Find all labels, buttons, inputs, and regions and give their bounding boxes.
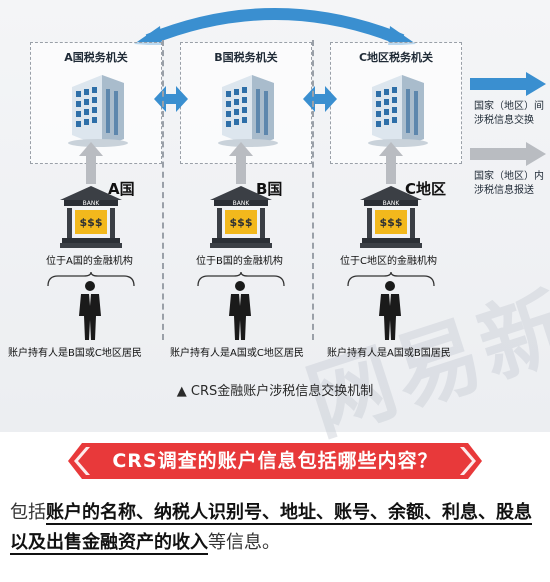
legend-exchange-arrow	[470, 72, 546, 96]
region-label-c: C地区	[405, 180, 447, 198]
institution-label-b: 位于B国的金融机构	[196, 256, 283, 267]
brace	[197, 272, 285, 287]
institution-label-a: 位于A国的金融机构	[46, 256, 133, 267]
bank-sign: BANK	[383, 200, 401, 207]
summary-text: 包括账户的名称、纳税人识别号、地址、账号、余额、利息、股息以及出售金融资产的收入…	[10, 498, 540, 558]
bank-sign: BANK	[233, 200, 251, 207]
legend-exchange-line1: 国家（地区）间	[474, 101, 544, 112]
legend-report-text: 国家（地区）内 涉税信息报送	[474, 170, 544, 198]
brace	[347, 272, 435, 287]
report-arrow-a	[79, 142, 103, 184]
authority-box-a: A国税务机关	[30, 42, 162, 164]
brace	[47, 272, 135, 287]
legend-exchange-text: 国家（地区）间 涉税信息交换	[474, 100, 544, 128]
bank-icon: BANK $$$	[60, 186, 122, 248]
summary-prefix: 包括	[10, 502, 46, 523]
bank-money-sign: $$$	[230, 216, 253, 229]
account-holder-person-icon	[79, 281, 101, 340]
report-arrow-c	[379, 142, 403, 184]
authority-title-c: C地区税务机关	[358, 51, 434, 64]
exchange-arrow-a-b	[154, 86, 188, 112]
legend-report-line2: 涉税信息报送	[474, 185, 534, 196]
bank-icon: BANK $$$	[210, 186, 272, 248]
institution-label-c: 位于C地区的金融机构	[340, 256, 437, 267]
crs-diagram: 网易新闻 A国税务机关 B国税务机关	[0, 0, 550, 454]
legend-exchange-line2: 涉税信息交换	[474, 115, 534, 126]
diagram-caption: ▲ CRS金融账户涉税信息交换机制	[176, 384, 374, 399]
authority-title-b: B国税务机关	[214, 51, 278, 64]
authority-title-a: A国税务机关	[64, 51, 128, 64]
question-banner	[68, 443, 482, 479]
region-divider	[312, 40, 314, 340]
tax-office-building-icon	[368, 75, 428, 147]
tax-office-building-icon	[68, 75, 128, 147]
holder-label-c: 账户持有人是A国或B国居民	[327, 348, 451, 359]
bank-icon: BANK $$$	[360, 186, 422, 248]
bank-money-sign: $$$	[80, 216, 103, 229]
tax-office-building-icon	[218, 75, 278, 147]
holder-label-b: 账户持有人是A国或C地区居民	[170, 348, 304, 359]
bank-money-sign: $$$	[380, 216, 403, 229]
account-holder-person-icon	[229, 281, 251, 340]
legend-report-line1: 国家（地区）内	[474, 171, 544, 182]
holder-label-a: 账户持有人是B国或C地区居民	[8, 348, 142, 359]
report-arrow-b	[229, 142, 253, 184]
banner-title: CRS调查的账户信息包括哪些内容？	[112, 450, 438, 472]
account-holder-person-icon	[379, 281, 401, 340]
region-label-b: B国	[256, 180, 283, 198]
legend-report-arrow	[470, 142, 546, 166]
region-label-a: A国	[108, 180, 135, 198]
region-divider	[162, 40, 164, 340]
curved-exchange-arrow	[134, 8, 416, 45]
bank-sign: BANK	[83, 200, 101, 207]
summary-items: 账户的名称、纳税人识别号、地址、账号、余额、利息、股息以及出售金融资产的收入	[10, 502, 532, 555]
exchange-arrow-b-c	[303, 86, 337, 112]
summary-suffix: 等信息。	[208, 532, 280, 553]
